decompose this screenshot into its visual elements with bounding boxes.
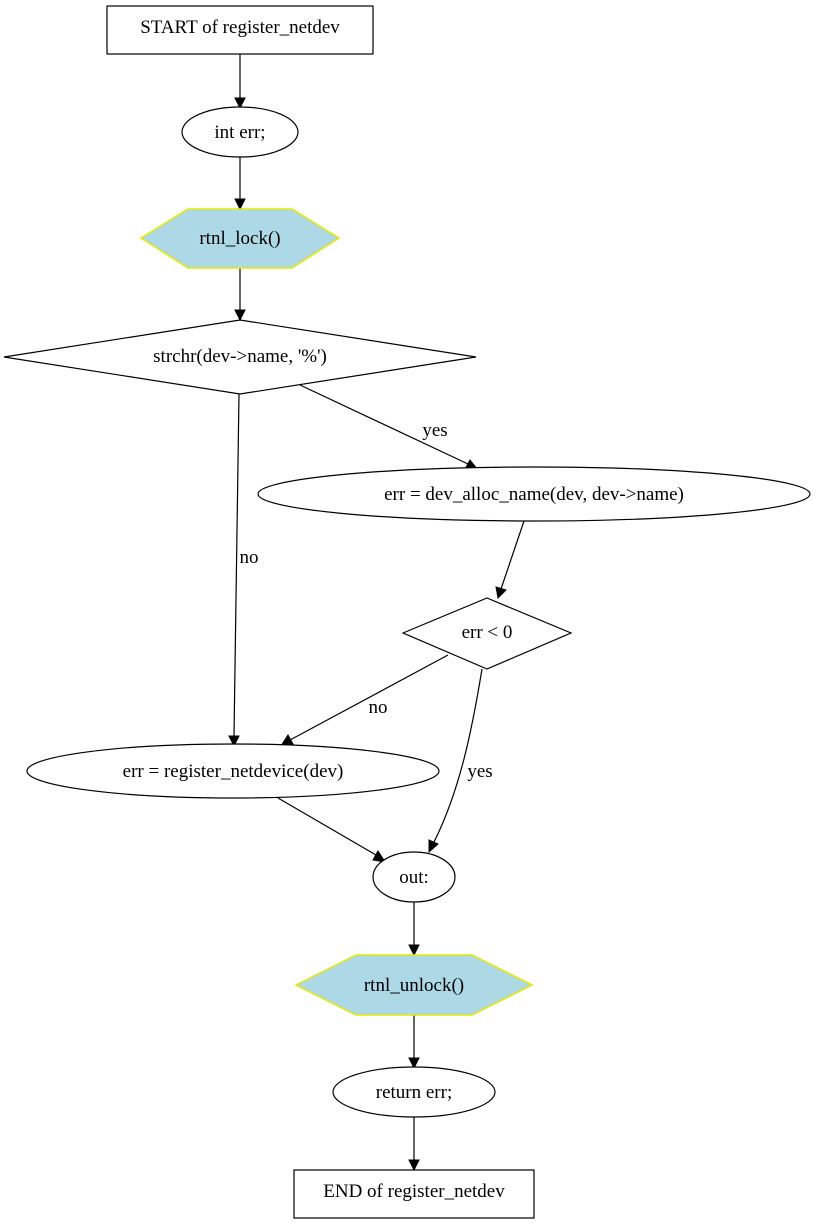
end-node: END of register_netdev	[293, 1169, 535, 1219]
edge-label-yes: yes	[422, 420, 447, 441]
register-node: err = register_netdevice(dev)	[26, 743, 440, 799]
end-label: END of register_netdev	[323, 1181, 505, 1202]
edge-err-check-no	[279, 654, 449, 747]
declaration-node: int err;	[181, 106, 299, 158]
edge-lock-to-condition	[234, 268, 246, 322]
start-node: START of register_netdev	[106, 5, 374, 55]
return-label: return err;	[376, 1082, 452, 1103]
edge-return-to-end	[408, 1116, 420, 1172]
err-check-node: err < 0	[401, 597, 573, 670]
start-label: START of register_netdev	[140, 17, 340, 38]
unlock-label: rtnl_unlock()	[364, 975, 464, 996]
return-node: return err;	[332, 1066, 496, 1118]
edge-label-no: no	[369, 697, 388, 718]
lock-label: rtnl_lock()	[199, 228, 280, 249]
edge-unlock-to-return	[408, 1015, 420, 1070]
condition-name-node: strchr(dev->name, '%')	[3, 319, 477, 395]
edge-label-yes: yes	[467, 761, 492, 782]
edge-err-check-yes	[428, 668, 483, 854]
declaration-label: int err;	[214, 122, 265, 143]
lock-node: rtnl_lock()	[139, 208, 341, 269]
edge-start-to-decl	[234, 54, 246, 110]
unlock-node: rtnl_unlock()	[294, 954, 534, 1016]
edge-label-no: no	[240, 547, 259, 568]
out-label: out:	[399, 867, 429, 888]
edge-out-to-unlock	[408, 902, 420, 957]
err-check-label: err < 0	[462, 622, 513, 643]
out-label-node: out:	[372, 851, 456, 903]
condition-name-label: strchr(dev->name, '%')	[153, 346, 327, 367]
alloc-label: err = dev_alloc_name(dev, dev->name)	[384, 484, 684, 505]
register-label: err = register_netdevice(dev)	[123, 761, 344, 782]
edge-register-to-out	[277, 797, 387, 863]
edge-decl-to-lock	[234, 156, 246, 211]
edge-alloc-to-err-check	[495, 520, 525, 600]
alloc-node: err = dev_alloc_name(dev, dev->name)	[257, 466, 811, 522]
edge-condition-no	[228, 393, 240, 748]
edge-condition-yes	[299, 384, 480, 471]
